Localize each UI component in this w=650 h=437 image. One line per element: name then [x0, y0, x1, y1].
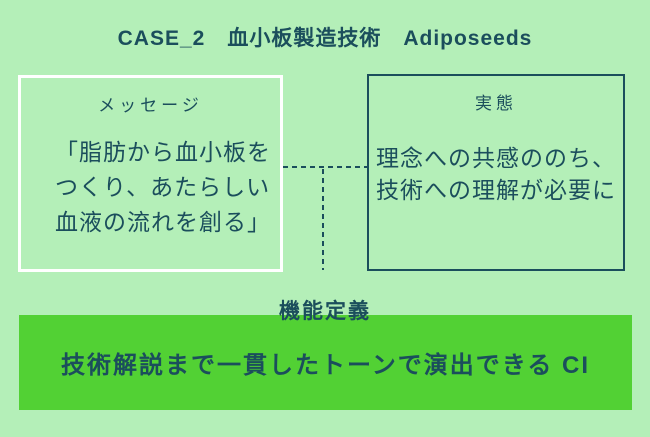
reality-box-text: 理念への共感ののち、 技術への理解が必要に: [369, 142, 623, 206]
dotted-connector-vertical: [322, 169, 324, 270]
reality-box-label: 実態: [475, 94, 517, 113]
message-line-1: 「脂肪から血小板を: [55, 139, 271, 165]
message-box-text: 「脂肪から血小板を つくり、あたらしい 血液の流れを創る」: [21, 135, 280, 240]
reality-line-1: 理念への共感ののち、: [376, 145, 616, 171]
message-line-2: つくり、あたらしい: [55, 174, 271, 200]
function-definition-text: 技術解説まで一貫したトーンで演出できる CI: [61, 352, 590, 379]
message-box: メッセージ 「脂肪から血小板を つくり、あたらしい 血液の流れを創る」: [18, 75, 283, 272]
message-line-3: 血液の流れを創る」: [55, 209, 271, 235]
reality-line-2: 技術への理解が必要に: [376, 177, 616, 203]
page-title: CASE_2 血小板製造技術 Adiposeeds: [117, 27, 533, 50]
function-definition-bar: 技術解説まで一貫したトーンで演出できる CI: [19, 315, 632, 410]
message-box-label: メッセージ: [98, 96, 203, 115]
reality-box: 実態 理念への共感ののち、 技術への理解が必要に: [367, 74, 625, 271]
function-definition-label: 機能定義: [279, 300, 371, 323]
dotted-connector-horizontal: [283, 166, 368, 168]
